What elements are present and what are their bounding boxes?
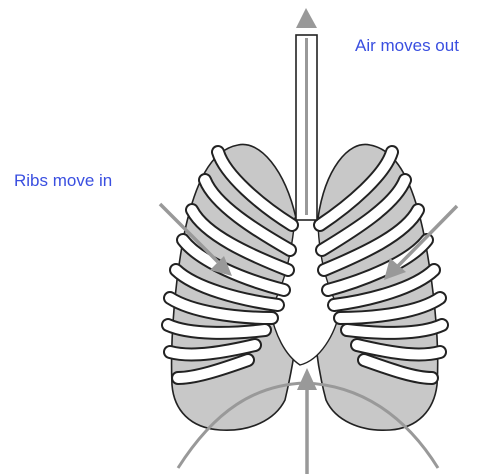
air-arrow (296, 8, 317, 28)
arrow-up-icon (297, 368, 317, 390)
air-label: Air moves out (355, 37, 459, 54)
arrow-up-icon (296, 8, 317, 28)
trachea (296, 35, 317, 220)
diaphragm-arrow (297, 368, 317, 474)
ribs-label: Ribs move in (14, 172, 112, 189)
